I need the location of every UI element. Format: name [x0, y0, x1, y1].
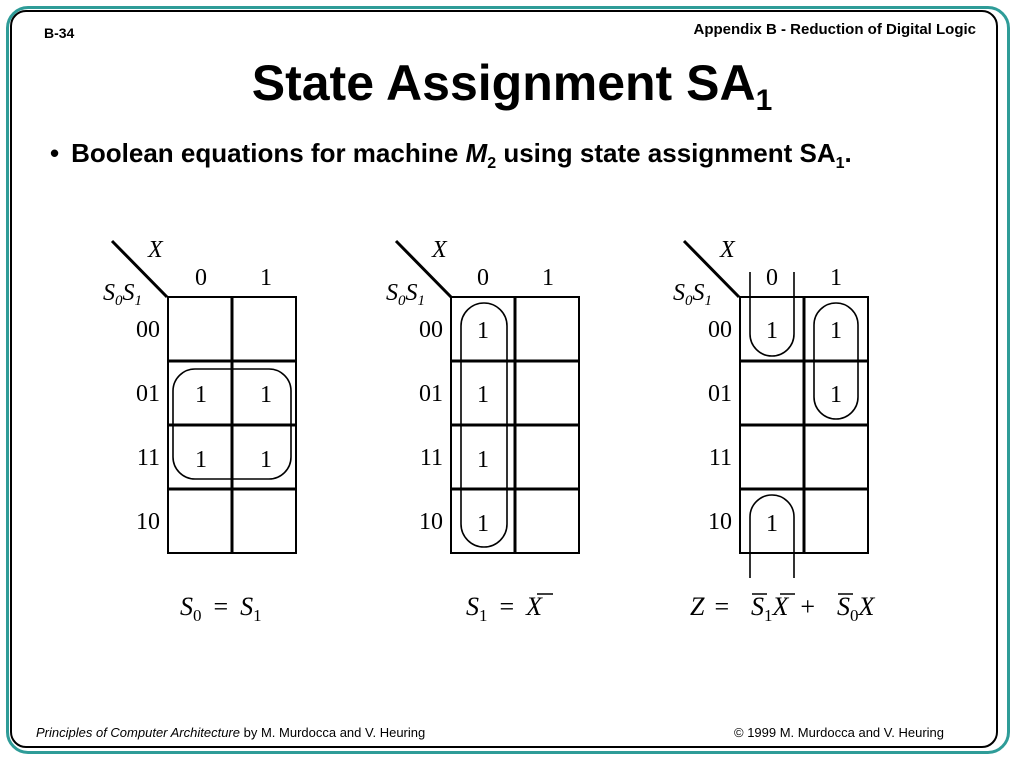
kmap-2-state-a: S	[386, 280, 398, 306]
kmap-3-cell-10-0: 1	[766, 511, 778, 537]
kmap-2-state-a-sub: 0	[398, 293, 406, 309]
kmap-1-row-header-00: 00	[136, 317, 160, 343]
kmap-2-row-header-10: 10	[419, 509, 443, 535]
kmap-2: X S0S1 0 1 00 01 11 10 1 1 1 1 S1=X	[386, 237, 580, 625]
bullet-text-mid: using state assignment SA	[496, 138, 836, 168]
footer-book-title: Principles of Computer Architecture	[36, 725, 240, 740]
kmap-2-state-label: S0S1	[386, 280, 425, 309]
slide-inner-frame	[10, 10, 998, 748]
kmap-3-group-top-wrap	[749, 272, 795, 357]
appendix-title: Appendix B - Reduction of Digital Logic	[693, 21, 977, 38]
kmap-3-eq-lhs: Z	[690, 592, 705, 621]
kmap-2-cell-01-0: 1	[477, 382, 489, 408]
bullet-sa-sub: 1	[835, 155, 845, 172]
kmap-3-eq-t2-a: S	[837, 592, 850, 621]
kmap-2-col-header-1: 1	[542, 265, 554, 291]
kmap-3-eq-t1-a: S	[751, 592, 764, 621]
bullet-dot-icon: •	[50, 138, 60, 168]
kmap-3-eq-t2-a-sub: 0	[850, 606, 859, 625]
kmap-1-col-header-1: 1	[260, 265, 272, 291]
kmap-1-cell-11-0: 1	[195, 447, 207, 473]
kmap-2-equation: S1 = X	[466, 592, 543, 625]
kmap-3-eq-sign: =	[714, 592, 729, 621]
kmap-1-eq-sign: =	[214, 592, 229, 621]
footer-book-credit: Principles of Computer Architecture by M…	[36, 725, 425, 740]
footer-copyright: © 1999 M. Murdocca and V. Heuring	[734, 725, 944, 740]
page-title-subscript: 1	[755, 84, 773, 117]
kmap-1-cell-11-1: 1	[260, 447, 272, 473]
kmap-2-group-loop	[460, 302, 508, 548]
kmap-3-cell-01-1: 1	[830, 382, 842, 408]
kmap-1-state-b: S	[123, 280, 135, 306]
bullet-text-pre: Boolean equations for machine	[71, 138, 466, 168]
kmap-2-eq-lhs-sub: 1	[479, 606, 488, 625]
kmap-2-col-header-0: 0	[477, 265, 489, 291]
kmap-3-eq-t1-b: X	[772, 592, 790, 621]
kmap-2-row-header-01: 01	[419, 381, 443, 407]
kmap-3-cell-00-1: 1	[830, 318, 842, 344]
kmap-3-row-header-10: 10	[708, 509, 732, 535]
footer-authors: by M. Murdocca and V. Heuring	[240, 725, 426, 740]
slide-outer-frame	[6, 6, 1010, 754]
kmap-2-eq-lhs: S	[466, 592, 479, 621]
page-number: B-34	[44, 25, 75, 41]
kmap-3-state-a-sub: 0	[685, 293, 693, 309]
kmap-3-col-header-1: 1	[830, 265, 842, 291]
kmap-1-state-a-sub: 0	[115, 293, 123, 309]
kmap-2-row-header-11: 11	[420, 445, 443, 471]
kmap-3-group-bottom-wrap	[749, 494, 795, 578]
kmap-3-equation: Z=S1X+S0X	[690, 592, 876, 625]
kmap-3-group-loop	[813, 302, 859, 420]
kmap-2-eq-sign: =	[500, 592, 515, 621]
kmap-3-cell-00-0: 1	[766, 318, 778, 344]
kmap-3-input-label: X	[719, 237, 736, 263]
kmap-3-state-b-sub: 1	[705, 293, 713, 309]
kmap-3-row-header-00: 00	[708, 317, 732, 343]
kmap-1-eq-lhs: S	[180, 592, 193, 621]
kmap-3-state-a: S	[673, 280, 685, 306]
kmap-2-state-b-sub: 1	[418, 293, 426, 309]
kmap-3-eq-plus: +	[800, 592, 815, 621]
kmap-1-row-header-11: 11	[137, 445, 160, 471]
kmap-3-eq-t2-b: X	[858, 592, 876, 621]
kmap-2-cell-11-0: 1	[477, 447, 489, 473]
kmap-1-cell-01-0: 1	[195, 382, 207, 408]
kmap-3-row-header-01: 01	[708, 381, 732, 407]
kmap-1-state-b-sub: 1	[135, 293, 143, 309]
kmap-1-row-header-10: 10	[136, 509, 160, 535]
bullet-machine-sub: 2	[487, 155, 497, 172]
kmap-1-col-header-0: 0	[195, 265, 207, 291]
kmap-1-group-loop	[172, 368, 292, 480]
kmap-1-input-label: X	[147, 237, 164, 263]
kmap-1-eq-rhs: S	[240, 592, 253, 621]
kmap-3-row-header-11: 11	[709, 445, 732, 471]
kmap-1-state-label: S0S1	[103, 280, 142, 309]
kmap-3-state-label: S0S1	[673, 280, 712, 309]
kmap-1-cell-01-1: 1	[260, 382, 272, 408]
kmap-1-row-header-01: 01	[136, 381, 160, 407]
kmap-1-eq-lhs-sub: 0	[193, 606, 202, 625]
bullet-machine: M	[465, 138, 488, 168]
kmap-1: X S0S1 0 1 00 01 11 10 1 1 1 1 S0=S1	[103, 237, 297, 625]
kmap-3-col-header-0: 0	[766, 265, 778, 291]
kmap-2-cell-00-0: 1	[477, 318, 489, 344]
kmap-2-state-b: S	[406, 280, 418, 306]
kmap-1-equation: S0=S1	[180, 592, 262, 625]
kmap-3-eq-t1-a-sub: 1	[764, 606, 773, 625]
page-title: State Assignment SA1	[0, 58, 1024, 116]
bullet-point: • Boolean equations for machine M2 using …	[50, 138, 852, 173]
page-title-text: State Assignment SA	[251, 55, 756, 111]
kmap-2-input-label: X	[431, 237, 448, 263]
kmap-3: X S0S1 0 1 00 01 11 10 1 1 1 1 Z=S1X+S0X	[673, 237, 876, 625]
kmap-2-eq-rhs: X	[525, 592, 543, 621]
kmap-2-row-header-00: 00	[419, 317, 443, 343]
bullet-text-post: .	[844, 138, 852, 168]
kmap-1-state-a: S	[103, 280, 115, 306]
kmap-1-eq-rhs-sub: 1	[253, 606, 262, 625]
kmap-3-state-b: S	[693, 280, 705, 306]
kmap-2-cell-10-0: 1	[477, 511, 489, 537]
